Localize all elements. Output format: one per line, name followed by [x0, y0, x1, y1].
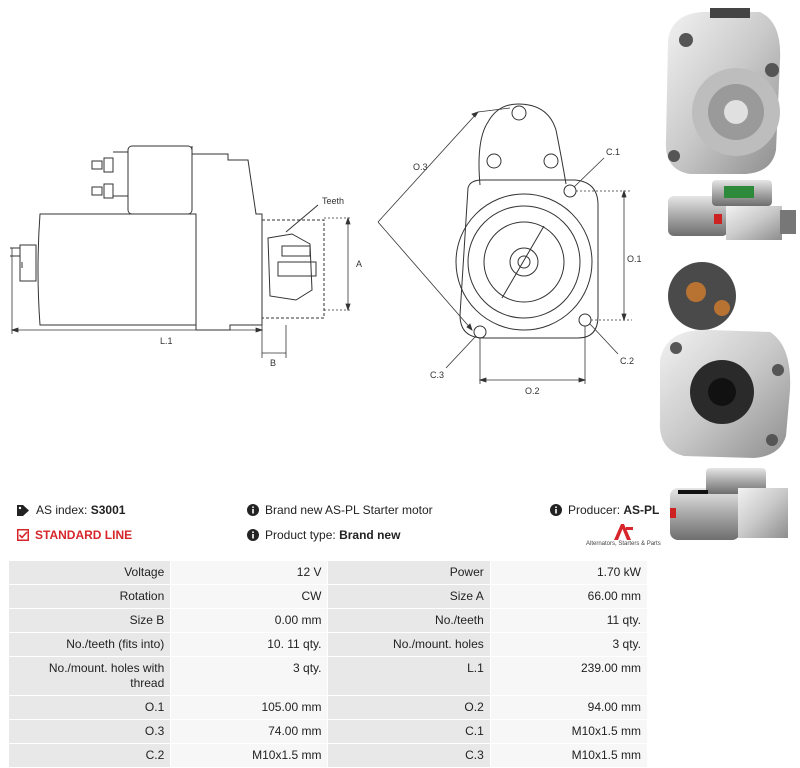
product-photos [659, 8, 796, 540]
checkbox-checked-icon [17, 529, 29, 541]
as-logo-icon [614, 524, 634, 540]
spec-label: C.2 [9, 744, 171, 767]
spec-value: M10x1.5 mm [490, 744, 647, 767]
spec-value: M10x1.5 mm [490, 720, 647, 743]
spec-value: 66.00 mm [490, 585, 647, 608]
product-type-label: Product type: [265, 528, 336, 542]
description: Brand new AS-PL Starter motor [247, 503, 433, 517]
dim-l1-label: L.1 [160, 336, 173, 346]
as-index: AS index: S3001 [17, 503, 125, 517]
spec-label: No./teeth [328, 609, 490, 632]
spec-value: 0.00 mm [171, 609, 328, 632]
side-view-dimensions [10, 216, 352, 358]
spec-value: M10x1.5 mm [171, 744, 328, 767]
spec-value: 239.00 mm [490, 657, 647, 695]
dim-c1-label: C.1 [606, 147, 620, 157]
dim-c3-label: C.3 [430, 370, 444, 380]
spec-label: O.2 [328, 696, 490, 719]
photo-front-terminals [659, 262, 791, 458]
spec-value: 11 qty. [490, 609, 647, 632]
spec-label: O.3 [9, 720, 171, 743]
spec-value: 105.00 mm [171, 696, 328, 719]
tags-icon [17, 504, 30, 516]
photo-side-view [668, 180, 796, 240]
spec-value: CW [171, 585, 328, 608]
standard-line-label: STANDARD LINE [35, 528, 133, 542]
spec-label: Power [328, 561, 490, 584]
dim-o2-label: O.2 [525, 386, 540, 396]
product-info: AS index: S3001 Brand new AS-PL Starter … [15, 503, 785, 558]
spec-value: 12 V [171, 561, 328, 584]
technical-drawing: Teeth A B L.1 [10, 103, 642, 396]
info-icon [247, 504, 259, 516]
teeth-label: Teeth [322, 196, 344, 206]
logo-tagline: Alternators, Starters & Parts [586, 541, 661, 547]
producer-value: AS-PL [623, 503, 660, 517]
front-view-dimensions [377, 107, 632, 384]
photo-side-view-2 [670, 468, 788, 540]
dim-a-label: A [356, 259, 362, 269]
spec-label: Voltage [9, 561, 171, 584]
spec-label: No./mount. holes [328, 633, 490, 656]
spec-value: 94.00 mm [490, 696, 647, 719]
spec-label: O.1 [9, 696, 171, 719]
info-icon [247, 529, 259, 541]
spec-label: No./teeth (fits into) [9, 633, 171, 656]
as-index-value: S3001 [90, 503, 126, 517]
spec-label: Size B [9, 609, 171, 632]
spec-label: L.1 [328, 657, 490, 695]
spec-label: C.3 [328, 744, 490, 767]
dim-b-label: B [270, 358, 276, 368]
spec-label: Rotation [9, 585, 171, 608]
dim-o1-label: O.1 [627, 254, 642, 264]
spec-label: Size A [328, 585, 490, 608]
spec-row: No./teeth (fits into)10. 11 qty.No./moun… [9, 633, 647, 656]
info-icon [550, 504, 562, 516]
spec-label: No./mount. holes with thread [9, 657, 171, 695]
standard-line: STANDARD LINE [17, 528, 132, 542]
spec-value: 3 qty. [171, 657, 328, 695]
product-type-value: Brand new [339, 528, 401, 542]
spec-value: 3 qty. [490, 633, 647, 656]
spec-value: 10. 11 qty. [171, 633, 328, 656]
front-view [455, 103, 599, 339]
spec-value: 74.00 mm [171, 720, 328, 743]
producer-label: Producer: [568, 503, 621, 517]
as-logo: Alternators, Starters & Parts [586, 523, 661, 547]
description-text: Brand new AS-PL Starter motor [265, 503, 433, 517]
dim-c2-label: C.2 [620, 356, 634, 366]
product-type: Product type: Brand new [247, 528, 400, 542]
spec-value: 1.70 kW [490, 561, 647, 584]
side-view [10, 145, 325, 331]
dim-o3-label: O.3 [413, 162, 428, 172]
producer: Producer: AS-PL [550, 503, 659, 517]
spec-label: C.1 [328, 720, 490, 743]
photo-front-housing [665, 8, 781, 174]
as-index-label: AS index: [36, 503, 88, 517]
